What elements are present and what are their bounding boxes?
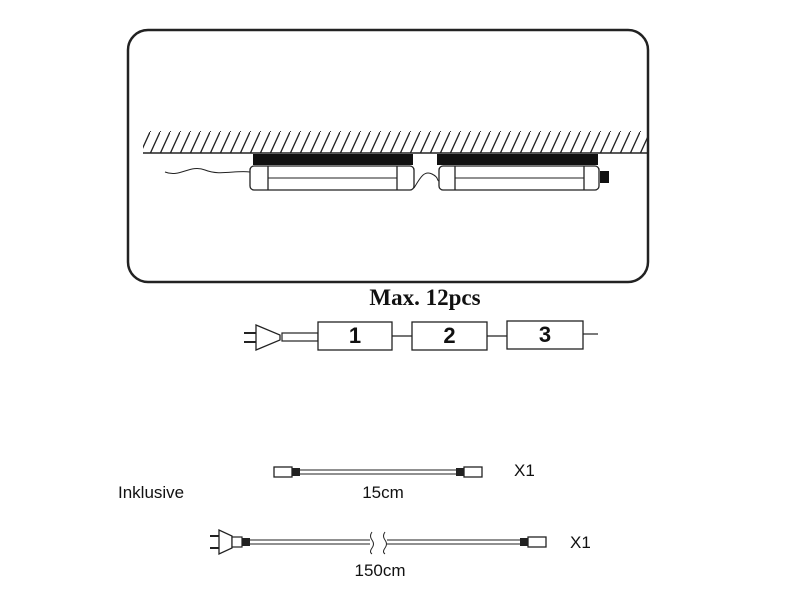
included-label: Inklusive: [118, 483, 185, 502]
input-wire: [164, 168, 251, 174]
led-tube-2: [438, 165, 609, 191]
cable-1-length: 15cm: [362, 483, 404, 502]
chain-diagram: [244, 320, 598, 351]
cable-2-quantity: X1: [570, 533, 591, 552]
cable-1-quantity: X1: [514, 461, 535, 480]
chain-box-3: [506, 320, 584, 350]
chain-title: Max. 12pcs: [369, 285, 481, 310]
ceiling-hatch: [143, 131, 648, 153]
chain-label-1: 1: [348, 323, 362, 348]
led-tube-1: [249, 165, 415, 191]
mounting-strip-2: [437, 154, 598, 165]
connector-cable-15cm: [273, 466, 483, 478]
chain-label-3: 3: [538, 322, 552, 347]
plug-icon: [244, 324, 319, 351]
power-cable-150cm: [210, 528, 547, 556]
link-wire: [413, 172, 440, 189]
chain-label-2: 2: [443, 323, 456, 348]
mounting-strip-1: [253, 154, 413, 165]
installation-panel: [126, 28, 650, 284]
cable-2-length: 150cm: [354, 561, 406, 580]
chain-box-2: [411, 321, 488, 351]
chain-box-1: [317, 321, 393, 351]
